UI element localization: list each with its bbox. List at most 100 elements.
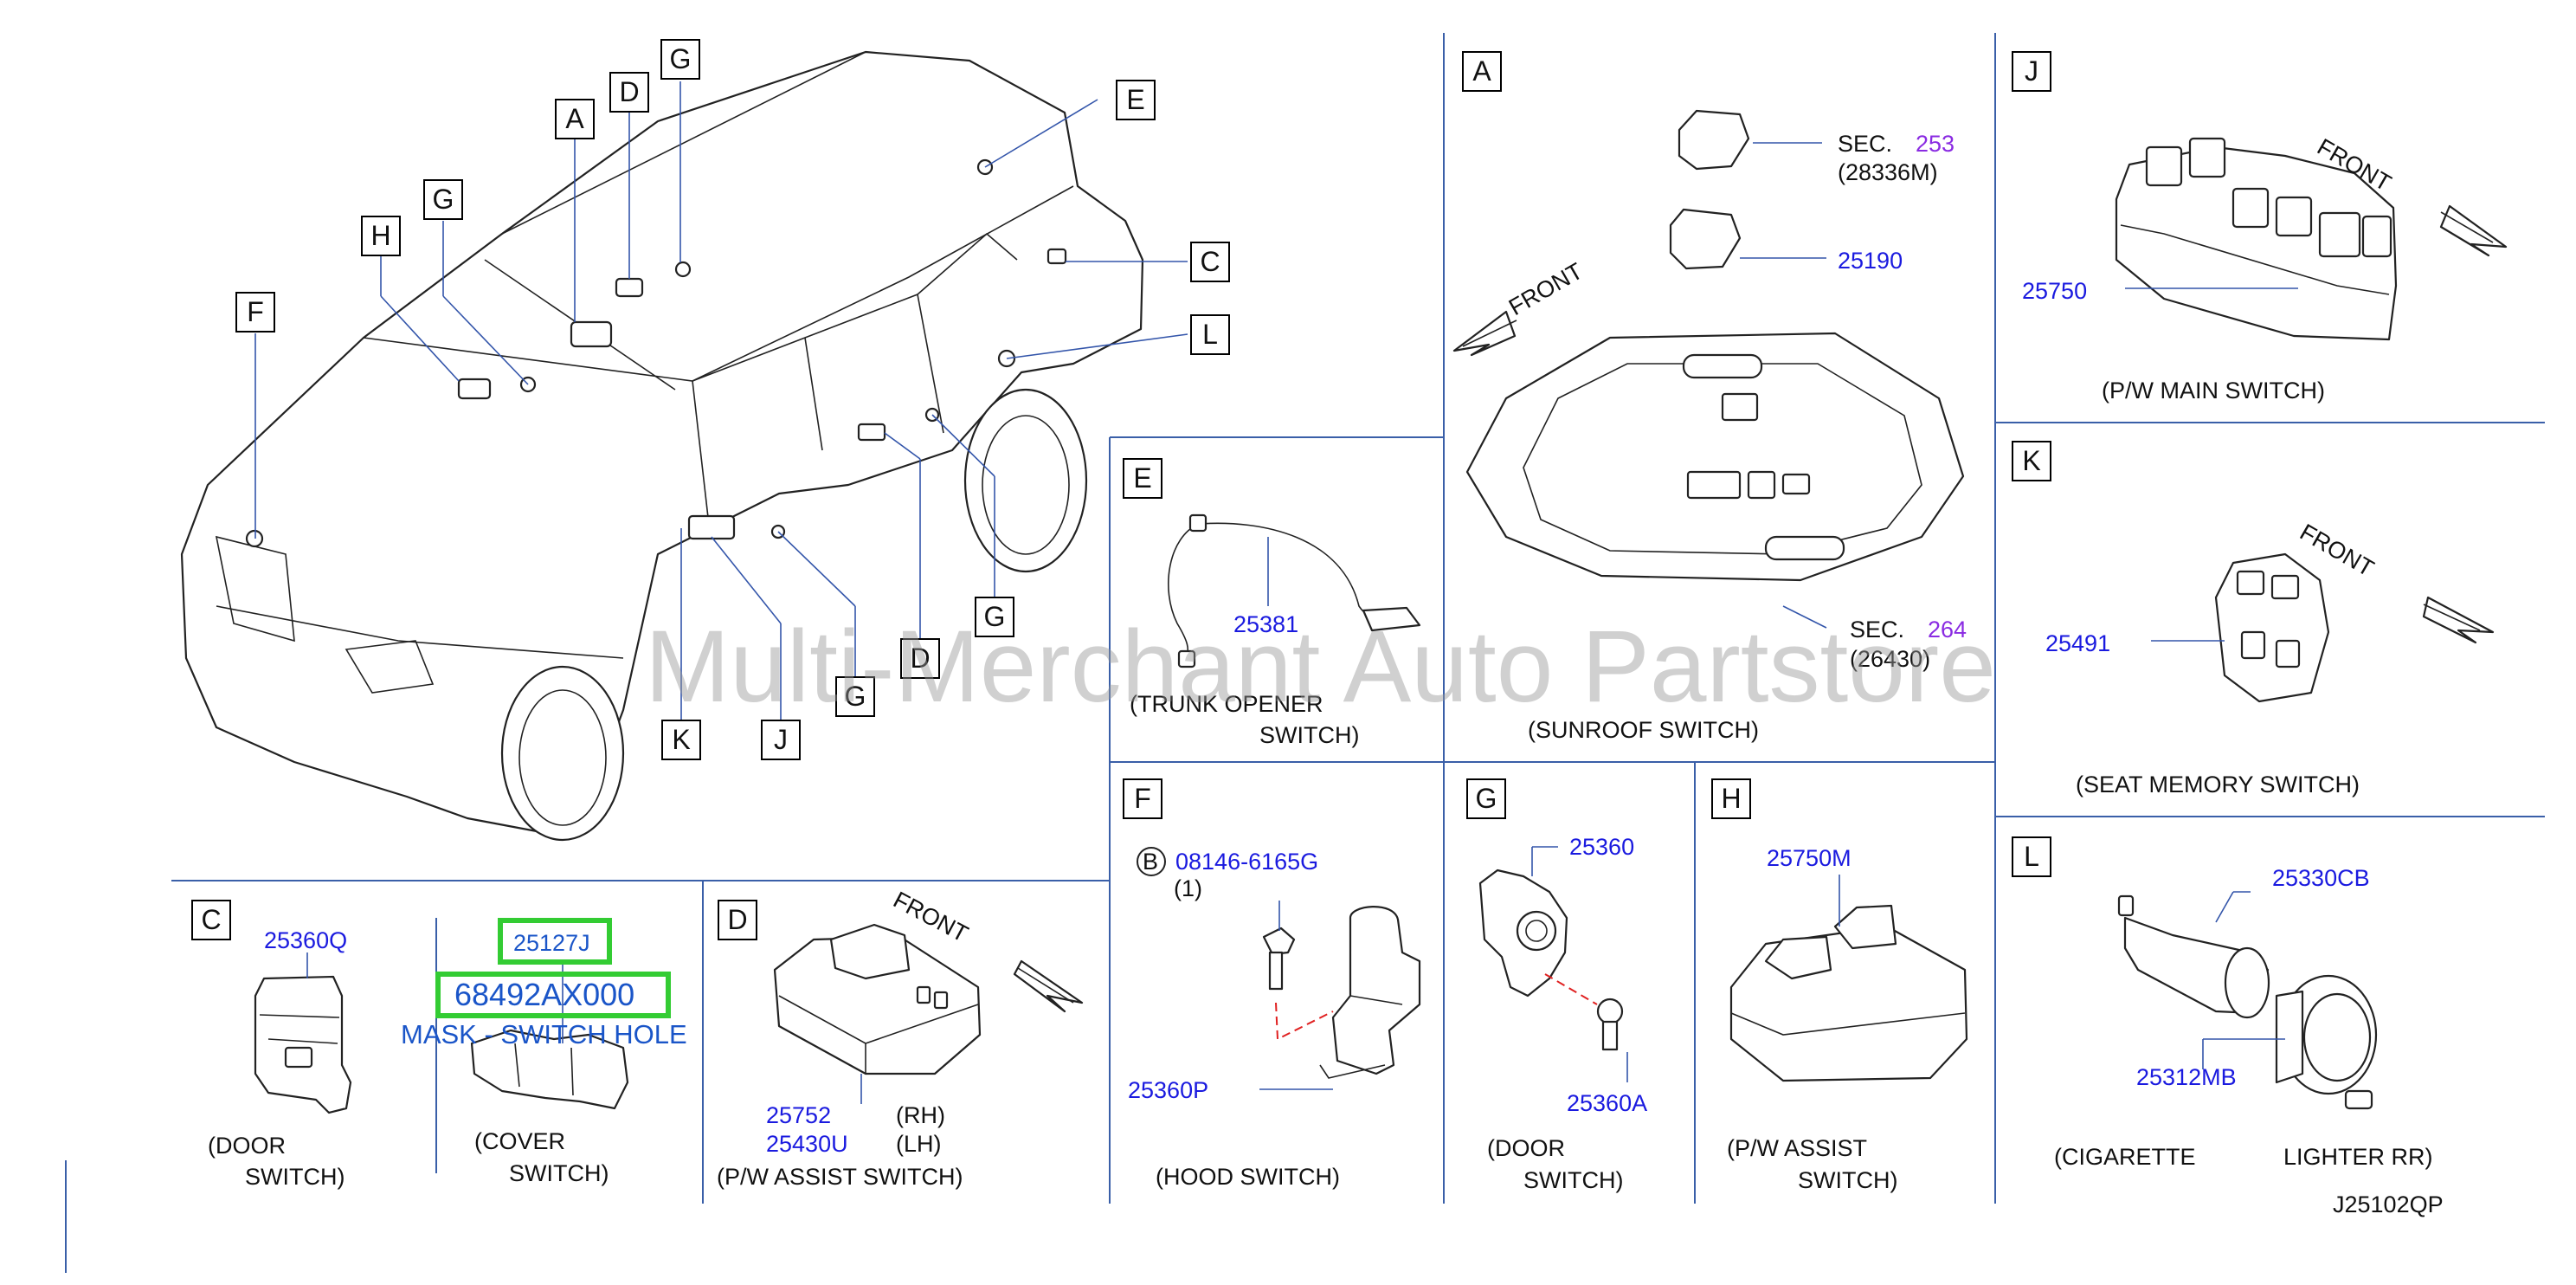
caption: (TRUNK OPENER [1130,691,1323,717]
panel-f-letter: F [1134,783,1151,814]
side-label: (LH) [896,1131,942,1157]
sec-subref: (28336M) [1838,159,1938,185]
bolt-marker [1137,847,1166,876]
overview-label-j: J [761,720,801,760]
part-number: 68492AX000 [454,977,634,1012]
part-number: 25360P [1128,1077,1208,1103]
caption: (P/W MAIN SWITCH) [2102,378,2325,404]
sec-number: 264 [1928,617,1967,642]
panel-c-letter: C [201,904,221,935]
panel-a-letter: A [1472,55,1491,87]
part-number: 25491 [2045,630,2110,656]
part-number: 25190 [1838,248,1903,274]
panel-g-letter: G [1476,783,1497,814]
part-number: 25750 [2022,278,2087,304]
svg-text:G: G [670,43,692,74]
sec-label: SEC. [1850,617,1904,642]
overview-label-h: H [361,216,401,256]
overview-leaders [254,81,1188,720]
svg-text:E: E [1126,84,1144,115]
part-number: 25330CB [2272,865,2370,891]
panel-k-letter: K [2022,445,2040,476]
bolt-marker-letter: B [1143,849,1158,875]
vehicle-overview [180,50,1144,842]
part-number: 08146-6165G [1175,849,1318,875]
overview-label-l: L [1190,314,1230,355]
part-number: 25312MB [2136,1064,2237,1090]
svg-text:F: F [247,296,264,327]
part-number: 25750M [1767,845,1852,871]
svg-text:J: J [774,724,788,755]
front-arrow: FRONT [1452,258,1587,357]
svg-text:C: C [1200,246,1220,277]
panel-d-pw-assist-switch: D 25752 (RH) 25430U (LH) (P/W ASSIST SWI… [717,887,1084,1190]
overview-label-g: G [975,597,1014,637]
panel-cover-switch: 25127J 68492AX000 MASK - SWITCH HOLE (CO… [401,918,687,1186]
caption: SWITCH) [1259,722,1359,748]
caption: (P/W ASSIST SWITCH) [717,1164,963,1190]
caption: (HOOD SWITCH) [1156,1164,1340,1190]
side-label: (RH) [896,1102,945,1128]
panel-l-cigarette-lighter: L 25330CB 25312MB (CIGARETTE LIGHTER RR) [2012,836,2433,1170]
panel-dividers [65,33,2545,1273]
panel-j-letter: J [2025,55,2038,87]
part-description: MASK - SWITCH HOLE [401,1019,687,1049]
part-number: 25752 [766,1102,831,1128]
svg-text:G: G [845,681,866,712]
svg-text:FRONT: FRONT [1504,258,1587,320]
overview-label-d: D [609,72,649,113]
overview-label-f: F [235,292,275,333]
panel-g-door-switch: G 25360 25360A (DOOR SWITCH) [1466,778,1647,1193]
caption: SWITCH) [1798,1167,1897,1193]
panel-f-hood-switch: F B 08146-6165G (1) 25360P (HOOD SWITCH) [1123,778,1421,1190]
panel-h-letter: H [1721,783,1741,814]
panel-e-letter: E [1133,462,1151,494]
part-number: 25360 [1569,834,1634,860]
caption: (COVER [474,1128,565,1154]
panel-a-sunroof-switch: A SEC. 253 (28336M) 25190 SEC. 264 (2643… [1452,51,1967,743]
caption: (P/W ASSIST [1727,1135,1867,1161]
panel-d-letter: D [727,904,747,935]
caption: (CIGARETTE [2054,1144,2196,1170]
quantity: (1) [1174,875,1202,901]
overview-label-g: G [660,39,700,80]
svg-text:D: D [619,76,639,107]
panel-l-letter: L [2024,841,2039,872]
overview-label-g: G [835,676,875,717]
panel-j-pw-main-switch: J 25750 (P/W MAIN SWITCH) FRONT [2012,51,2508,404]
part-highlight-box [435,972,671,1018]
part-number: 25360Q [264,927,347,953]
sec-number: 253 [1916,131,1955,157]
svg-text:L: L [1202,319,1218,350]
caption: (SEAT MEMORY SWITCH) [2076,772,2360,797]
panel-c-door-switch: C 25360Q (DOOR SWITCH) [191,900,352,1190]
panel-k-seat-memory-switch: K 25491 (SEAT MEMORY SWITCH) FRONT [2012,441,2495,797]
svg-text:H: H [370,220,390,251]
svg-text:D: D [910,642,930,674]
part-number: 25381 [1233,611,1298,637]
part-number: 25127J [513,930,590,956]
caption: (DOOR [208,1133,286,1159]
part-highlight-box [498,918,612,965]
watermark-text: Multi-Merchant Auto Partstore [645,610,1996,724]
caption: SWITCH) [245,1164,345,1190]
overview-label-e: E [1116,80,1156,120]
diagram-code: J25102QP [2333,1191,2444,1217]
svg-text:A: A [565,103,584,134]
caption: (DOOR [1487,1135,1565,1161]
part-number: 25430U [766,1131,848,1157]
overview-label-k: K [661,720,701,760]
part-number: 25360A [1567,1090,1647,1116]
sec-subref: (26430) [1850,646,1930,672]
svg-text:K: K [672,724,690,755]
caption: SWITCH) [509,1160,609,1186]
overview-label-c: C [1190,242,1230,282]
overview-label-g: G [423,179,463,220]
overview-label-d: D [900,638,940,679]
caption: (SUNROOF SWITCH) [1528,717,1759,743]
svg-text:G: G [433,184,454,215]
caption: LIGHTER RR) [2283,1144,2433,1170]
caption: SWITCH) [1523,1167,1623,1193]
panel-h-pw-assist-switch: H 25750M (P/W ASSIST SWITCH) [1711,778,1968,1193]
